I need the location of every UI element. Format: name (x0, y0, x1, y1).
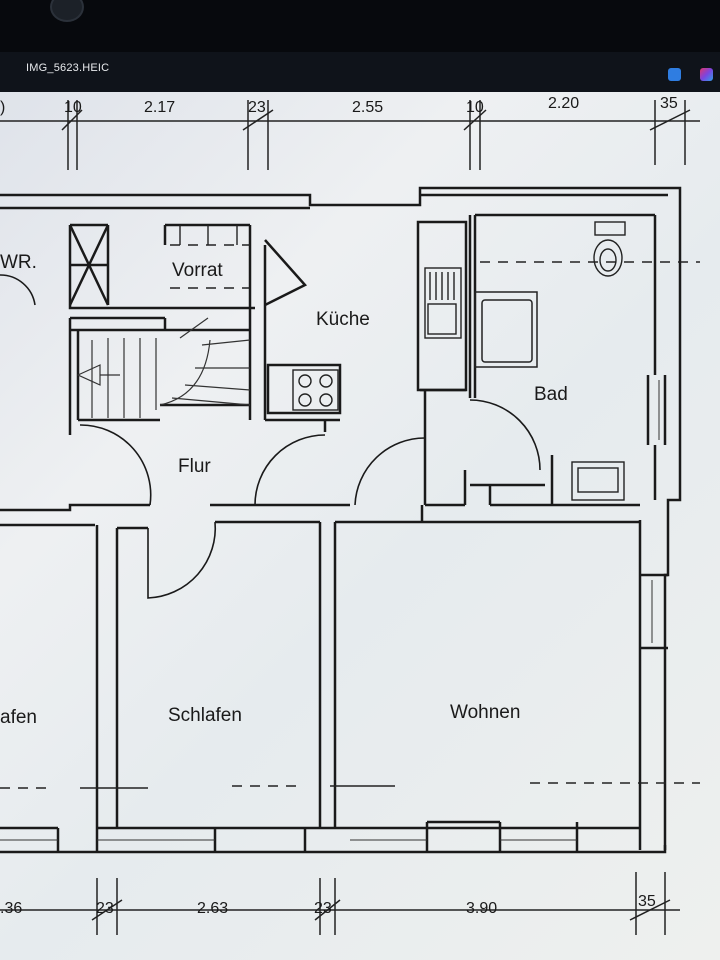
bathtub (474, 291, 538, 368)
room-label-bad: Bad (534, 384, 568, 405)
wash-basin (571, 461, 625, 501)
top-dim-5: 10 (466, 99, 484, 116)
image-viewport: ) 10 2.17 23 2.55 10 2.20 35 (0, 92, 720, 960)
room-label-wr: WR. (0, 252, 37, 273)
room-label-wohnen: Wohnen (450, 702, 520, 723)
webcam (50, 0, 84, 22)
toilet (593, 221, 626, 277)
monitor-bezel (0, 0, 720, 52)
top-dim-6: 2.20 (548, 95, 579, 112)
room-label-schlafen-partial: afen (0, 707, 37, 728)
door-swings (0, 274, 541, 599)
top-dim-4: 2.55 (352, 99, 383, 116)
bottom-dim-4: 23 (314, 900, 332, 917)
top-dim-2: 2.17 (144, 99, 175, 116)
top-dim-1: 10 (64, 99, 82, 116)
viewer-title-bar: IMG_5623.HEIC (0, 52, 720, 92)
bottom-dim-left-partial: .36 (0, 900, 22, 917)
top-dim-3: 23 (248, 99, 266, 116)
kitchen-sink (424, 267, 462, 339)
room-label-schlafen: Schlafen (168, 705, 242, 726)
dashed-lines (0, 244, 700, 789)
floorplan-drawing: ) 10 2.17 23 2.55 10 2.20 35 (0, 95, 700, 935)
bottom-dim-2: 23 (96, 900, 114, 917)
top-dim-left-partial: ) (0, 99, 5, 116)
room-label-vorrat: Vorrat (172, 260, 223, 281)
bottom-dim-6: 35 (638, 893, 656, 910)
room-label-kueche: Küche (316, 309, 370, 330)
window-lines (0, 380, 660, 841)
walls (0, 186, 682, 854)
bottom-dim-3: 2.63 (197, 900, 228, 917)
top-dim-7: 35 (660, 95, 678, 112)
file-title: IMG_5623.HEIC (26, 62, 110, 74)
bottom-dimension-line (0, 872, 680, 935)
top-dimension-line (0, 100, 700, 170)
staircase (76, 317, 251, 418)
edit-icon[interactable] (668, 68, 681, 81)
app-logo-icon[interactable] (700, 68, 713, 81)
bottom-dim-5: 3.90 (466, 900, 497, 917)
room-label-flur: Flur (178, 456, 211, 477)
stove (292, 369, 339, 411)
